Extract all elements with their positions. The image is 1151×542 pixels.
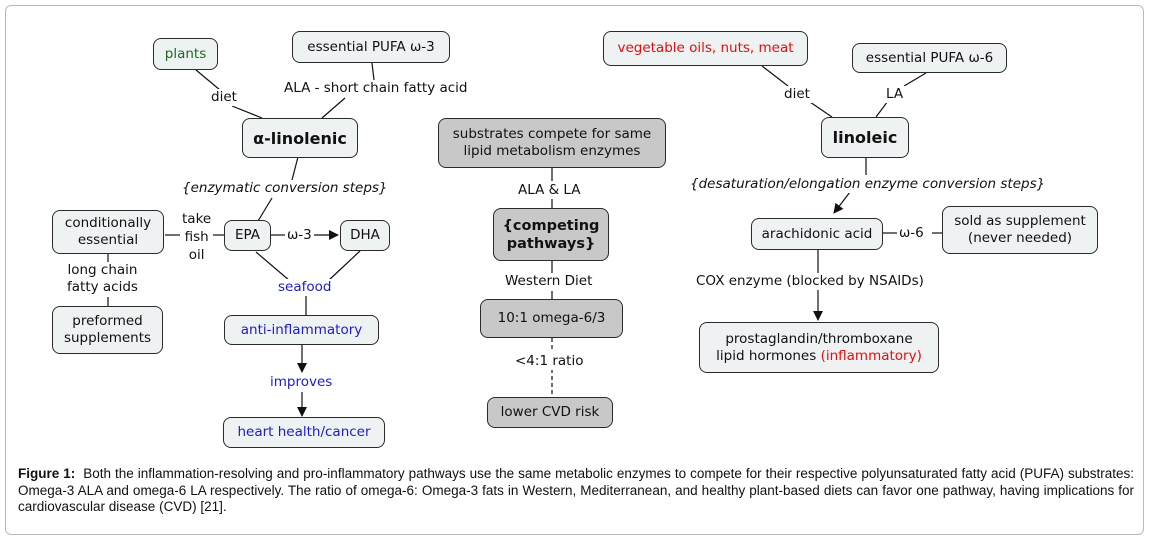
line-vegoils-diet: [761, 65, 789, 87]
label-ala-short-chain: ALA - short chain fatty acid: [282, 80, 470, 97]
label-western-diet: Western Diet: [503, 273, 595, 290]
node-plants: plants: [153, 38, 218, 70]
node-anti-inflammatory: anti-inflammatory: [224, 315, 379, 345]
label-cox-enzyme: COX enzyme (blocked by NSAIDs): [694, 273, 926, 290]
line-epa-seafood: [255, 251, 291, 282]
label-improves: improves: [268, 374, 335, 391]
node-arachidonic-acid: arachidonic acid: [751, 218, 883, 250]
node-essential-pufa-omega3: essential PUFA ω-3: [292, 31, 450, 63]
node-dha: DHA: [340, 220, 390, 251]
node-essential-pufa-omega6: essential PUFA ω-6: [852, 43, 1007, 73]
node-omega-ratio: 10:1 omega-6/3: [480, 299, 623, 338]
line-diet-alpha: [231, 105, 263, 119]
node-substrates-compete: substrates compete for same lipid metabo…: [438, 118, 666, 168]
node-competing-pathways: {competing pathways}: [493, 208, 609, 261]
label-long-chain: long chain fatty acids: [65, 262, 140, 296]
line-pufa6-la: [903, 72, 927, 87]
line-diet-linoleic: [809, 101, 833, 118]
label-seafood: seafood: [276, 279, 334, 296]
figure-frame: [5, 5, 1144, 535]
line-ala-alpha: [321, 97, 346, 119]
node-preformed-supplements: preformed supplements: [52, 306, 163, 354]
line-alpha-enzymatic: [291, 156, 299, 181]
node-alpha-linolenic: α-linolenic: [242, 118, 358, 158]
label-take-fish-oil: take fish oil: [180, 210, 214, 264]
label-omega3: ω-3: [285, 227, 314, 244]
figure-caption: Figure 1: Both the inflammation-resolvin…: [18, 466, 1134, 516]
line-desat-arachidonic: [833, 191, 851, 214]
node-prostaglandin-thromboxane: prostaglandin/thromboxane lipid hormones…: [699, 322, 939, 373]
label-diet-right: diet: [782, 86, 812, 103]
label-omega6: ω-6: [897, 225, 926, 242]
line-plants-diet: [195, 69, 221, 91]
label-la: LA: [884, 86, 906, 103]
line-dha-seafood: [327, 250, 361, 282]
label-diet-left: diet: [209, 89, 239, 106]
line-enzymatic-epa: [257, 197, 273, 222]
caption-label: Figure 1:: [18, 466, 76, 481]
node-linoleic: linoleic: [821, 117, 909, 158]
line-la-linoleic: [875, 100, 889, 118]
label-enzymatic-conversion: {enzymatic conversion steps}: [180, 180, 390, 197]
label-desaturation: {desaturation/elongation enzyme conversi…: [688, 176, 1048, 193]
node-vegetable-oils: vegetable oils, nuts, meat: [603, 31, 808, 66]
caption-text: Both the inflammation-resolving and pro-…: [18, 466, 1134, 514]
label-ala-la: ALA & LA: [516, 182, 583, 199]
node-heart-health-cancer: heart health/cancer: [223, 417, 385, 448]
label-ratio-4-1: <4:1 ratio: [513, 353, 586, 370]
line-pufa3-ala: [371, 62, 375, 81]
concept-map-connectors: [107, 62, 942, 417]
node-conditionally-essential: conditionally essential: [52, 210, 164, 254]
node-sold-as-supplement: sold as supplement (never needed): [942, 206, 1098, 254]
node-lower-cvd-risk: lower CVD risk: [487, 397, 613, 428]
node-epa: EPA: [224, 220, 271, 251]
